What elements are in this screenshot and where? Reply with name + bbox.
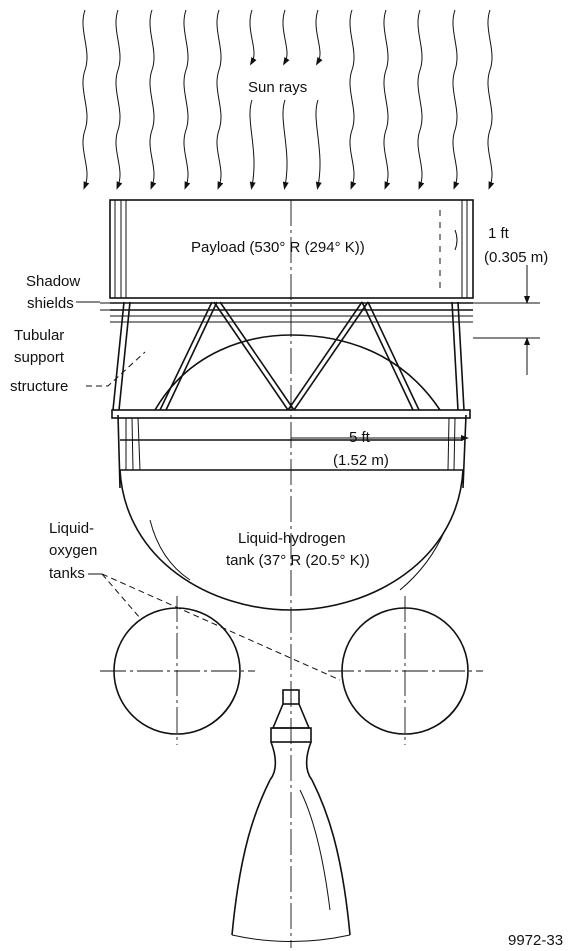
sun-ray	[115, 9, 123, 190]
dim-1ft-label: 1 ft	[488, 225, 510, 242]
sun-ray	[487, 9, 495, 190]
engine-nozzle	[231, 689, 351, 942]
sun-ray	[82, 9, 90, 190]
tubular-label-line2: support	[14, 349, 65, 366]
shadow-shields-label-line1: Shadow	[26, 273, 80, 290]
sun-rays-label: Sun rays	[248, 79, 307, 96]
tubular-label-line1: Tubular	[14, 327, 64, 344]
shadow-shields	[100, 302, 473, 323]
sun-ray	[315, 9, 323, 66]
sun-ray	[216, 9, 224, 190]
dimension-1ft	[473, 265, 540, 375]
sun-ray	[417, 9, 425, 190]
lox-label-line2: oxygen	[49, 542, 97, 559]
payload-cylinder	[109, 199, 474, 299]
sun-ray	[183, 9, 191, 190]
figure-id: 9972-33	[508, 932, 563, 949]
payload-label: Payload (530° R (294° K))	[191, 239, 365, 256]
sun-ray	[282, 99, 289, 190]
lox-label-line1: Liquid-	[49, 520, 94, 537]
lox-leaders	[88, 573, 341, 681]
sun-ray	[349, 9, 357, 190]
sun-ray	[315, 99, 322, 190]
tubular-leader	[86, 351, 146, 387]
lox-tank-right	[328, 596, 483, 745]
tubular-support-structure	[111, 301, 471, 419]
lox-tank-left	[100, 596, 255, 745]
sun-ray	[452, 9, 460, 190]
tubular-label-line3: structure	[10, 378, 68, 395]
sun-ray	[249, 9, 257, 66]
sun-ray	[282, 9, 290, 66]
lh2-label-line2: tank (37° R (20.5° K))	[226, 552, 370, 569]
shadow-shields-label-line2: shields	[27, 295, 74, 312]
dim-5ft-label: 5 ft	[349, 429, 371, 446]
dim-1ft-metric-label: (0.305 m)	[484, 249, 548, 266]
sun-rays	[82, 9, 495, 190]
lh2-label-line1: Liquid-hydrogen	[238, 530, 346, 547]
sun-ray	[249, 99, 256, 190]
sun-ray	[149, 9, 157, 190]
sun-ray	[383, 9, 391, 190]
lox-label-line3: tanks	[49, 565, 85, 582]
dim-5ft-metric-label: (1.52 m)	[333, 452, 389, 469]
